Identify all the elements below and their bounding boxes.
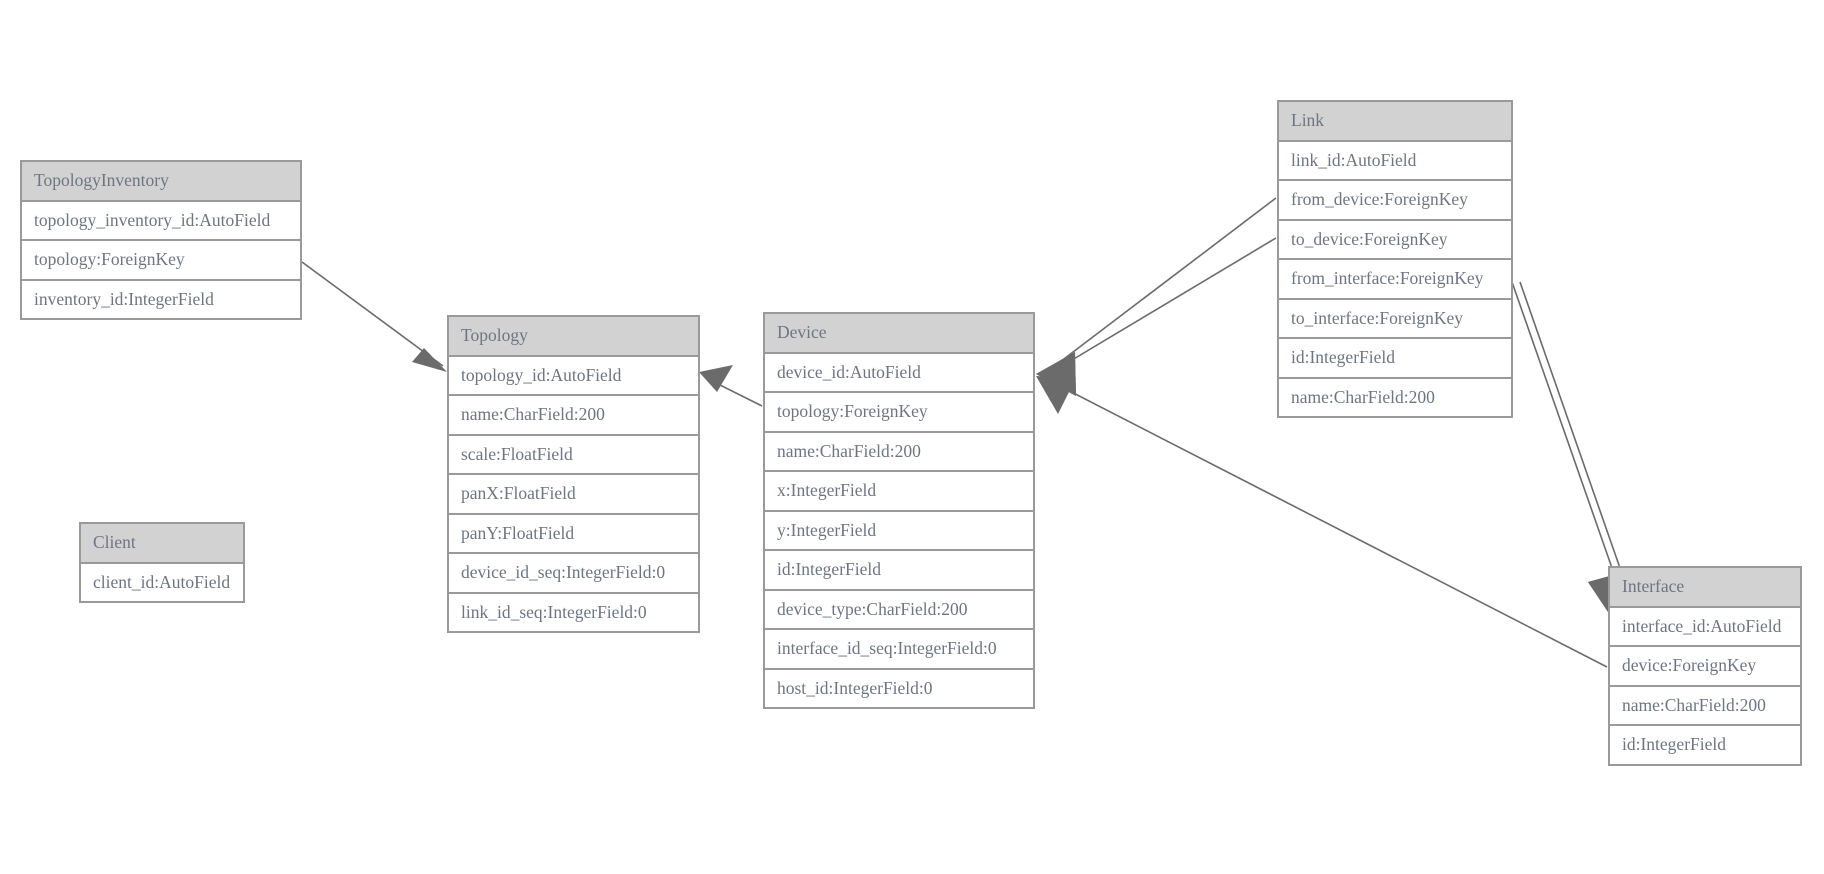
entity-field: host_id:IntegerField:0 (765, 669, 1033, 707)
entity-field: id:IntegerField (1610, 726, 1800, 764)
edge-device-topology (699, 365, 763, 407)
entity-field: panY:FloatField (449, 514, 698, 554)
entity-field: device:ForeignKey (1610, 647, 1800, 687)
entity-field: link_id_seq:IntegerField:0 (449, 593, 698, 631)
entity-field: topology_id:AutoField (449, 356, 698, 396)
entity-field: y:IntegerField (765, 511, 1033, 551)
entity-field: from_interface:ForeignKey (1279, 260, 1511, 300)
entity-field: inventory_id:IntegerField (22, 280, 300, 318)
entity-field: panX:FloatField (449, 475, 698, 515)
entity-field: name:CharField:200 (449, 396, 698, 436)
entity-client[interactable]: Client client_id:AutoField (79, 522, 245, 603)
entity-field: id:IntegerField (1279, 339, 1511, 379)
entity-field: interface_id:AutoField (1610, 607, 1800, 647)
entity-title: TopologyInventory (22, 162, 300, 202)
edge-interface-device (1036, 376, 1608, 668)
entity-title: Interface (1610, 568, 1800, 608)
entity-title: Device (765, 314, 1033, 354)
entity-field: name:CharField:200 (765, 432, 1033, 472)
entity-field: id:IntegerField (765, 551, 1033, 591)
entity-field: scale:FloatField (449, 435, 698, 475)
entity-title: Link (1279, 102, 1511, 142)
entity-field: client_id:AutoField (81, 563, 243, 601)
edge-link-from-device (1036, 197, 1277, 396)
entity-field: from_device:ForeignKey (1279, 181, 1511, 221)
entity-field: topology_inventory_id:AutoField (22, 201, 300, 241)
entity-topology-inventory[interactable]: TopologyInventory topology_inventory_id:… (20, 160, 302, 320)
entity-field: device_id:AutoField (765, 353, 1033, 393)
entity-field: to_device:ForeignKey (1279, 220, 1511, 260)
entity-device[interactable]: Device device_id:AutoField topology:Fore… (763, 312, 1035, 709)
entity-field: topology:ForeignKey (765, 393, 1033, 433)
entity-field: to_interface:ForeignKey (1279, 299, 1511, 339)
entity-interface[interactable]: Interface interface_id:AutoField device:… (1608, 566, 1802, 766)
edge-topologyinventory-topology (301, 261, 447, 372)
entity-field: interface_id_seq:IntegerField:0 (765, 630, 1033, 670)
entity-field: link_id:AutoField (1279, 141, 1511, 181)
entity-topology[interactable]: Topology topology_id:AutoField name:Char… (447, 315, 700, 633)
entity-field: device_id_seq:IntegerField:0 (449, 554, 698, 594)
entity-field: device_type:CharField:200 (765, 590, 1033, 630)
entity-link[interactable]: Link link_id:AutoField from_device:Forei… (1277, 100, 1513, 418)
edge-link-to-device (1036, 237, 1277, 396)
entity-field: x:IntegerField (765, 472, 1033, 512)
entity-field: topology:ForeignKey (22, 241, 300, 281)
entity-title: Client (81, 524, 243, 564)
entity-field: name:CharField:200 (1279, 378, 1511, 416)
entity-field: name:CharField:200 (1610, 686, 1800, 726)
entity-title: Topology (449, 317, 698, 357)
